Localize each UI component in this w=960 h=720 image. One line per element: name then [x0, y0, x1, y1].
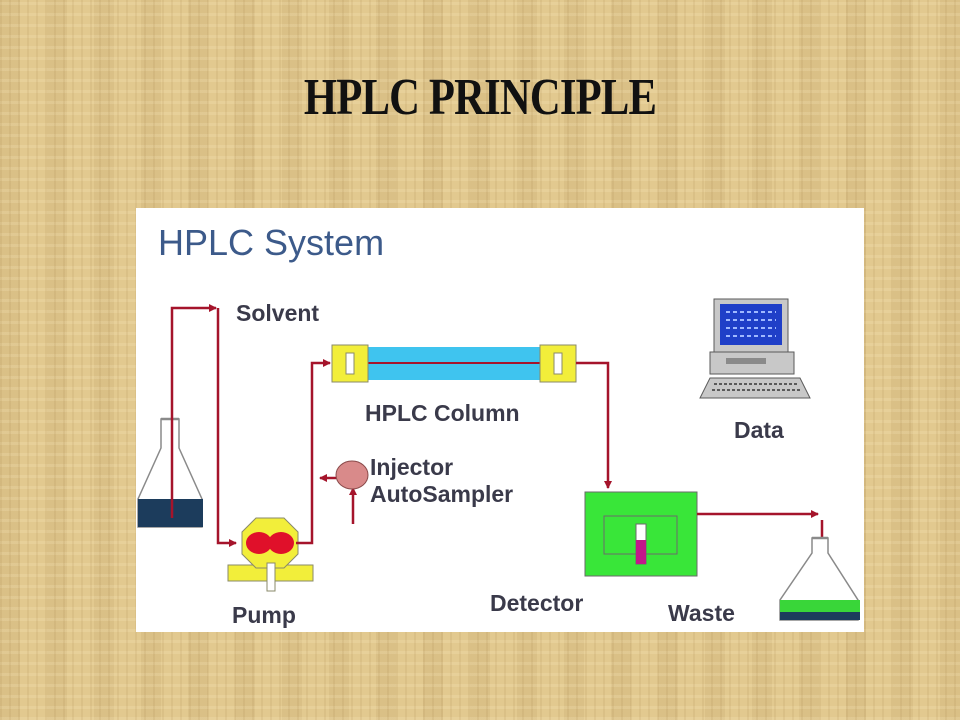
- column-to-detector-line: [576, 361, 612, 489]
- label-hplc-column: HPLC Column: [365, 400, 520, 426]
- detector-cell: [636, 540, 646, 564]
- label-injector: Injector AutoSampler: [370, 454, 513, 508]
- label-solvent: Solvent: [236, 300, 320, 326]
- computer-icon: [699, 298, 811, 399]
- pump-to-column-line: [296, 359, 331, 545]
- pump-head-right: [268, 532, 294, 554]
- label-detector: Detector: [490, 590, 584, 616]
- label-injector-line1: Injector: [370, 454, 454, 480]
- solvent-line: [170, 304, 237, 547]
- pump: [227, 517, 314, 592]
- diagram-title: HPLC System: [158, 222, 385, 263]
- injector-bulb: [335, 460, 369, 490]
- waste-flask: [779, 536, 860, 621]
- label-pump: Pump: [232, 602, 296, 628]
- solvent-liquid: [138, 499, 203, 527]
- hplc-column: [331, 344, 577, 383]
- hplc-diagram: HPLC System Solvent HPLC Column Data Inj…: [136, 208, 864, 632]
- solvent-flask: [137, 417, 203, 528]
- label-waste: Waste: [668, 600, 735, 626]
- label-data: Data: [734, 417, 784, 443]
- pump-head-left: [246, 532, 272, 554]
- waste-liquid: [780, 600, 860, 612]
- injector: [319, 460, 369, 524]
- hplc-diagram-graphic: [137, 298, 860, 621]
- detector: [584, 491, 698, 577]
- slide-title: HPLC PRINCIPLE: [303, 69, 657, 126]
- label-injector-line2: AutoSampler: [370, 481, 514, 507]
